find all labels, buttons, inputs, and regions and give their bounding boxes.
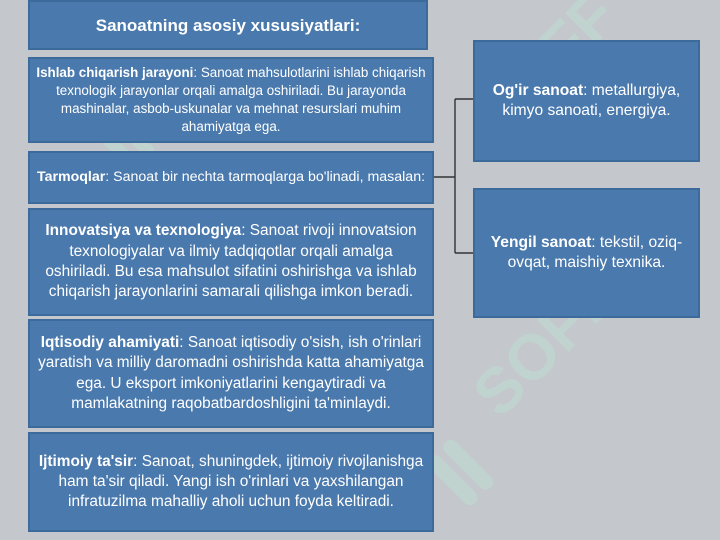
box-ogir-sanoat-key: Og'ir sanoat <box>492 81 584 99</box>
box-tarmoqlar: Tarmoqlar: Sanoat bir nechta tarmoqlarga… <box>28 151 434 204</box>
box-innovatsiya-text: : Sanoat rivoji innovatsion texnologiyal… <box>45 222 417 301</box>
box-ogir-sanoat: Og'ir sanoat: metallurgiya, kimyo sanoat… <box>473 40 700 162</box>
box-tarmoqlar-text: : Sanoat bir nechta tarmoqlarga bo'linad… <box>105 169 426 186</box>
diagram-title-text: Sanoatning asosiy xususiyatlari: <box>95 16 361 35</box>
diagram-title: Sanoatning asosiy xususiyatlari: <box>28 0 428 50</box>
box-innovatsiya-key: Innovatsiya va texnologiya <box>45 222 242 240</box>
box-iqtisodiy-key: Iqtisodiy ahamiyati <box>40 333 180 351</box>
box-ishlab-chiqarish: Ishlab chiqarish jarayoni: Sanoat mahsul… <box>28 57 434 143</box>
box-iqtisodiy-text: : Sanoat iqtisodiy o'sish, ish o'rinlari… <box>38 333 424 412</box>
box-ogir-sanoat-text: : metallurgiya, kimyo sanoati, energiya. <box>502 81 681 119</box>
box-ishlab-chiqarish-key: Ishlab chiqarish jarayoni <box>36 64 194 80</box>
box-ijtimoiy-key: Ijtimoiy ta'sir <box>38 452 134 470</box>
box-yengil-sanoat-text: : tekstil, oziq-ovqat, maishiy texnika. <box>507 233 683 271</box>
box-yengil-sanoat: Yengil sanoat: tekstil, oziq-ovqat, mais… <box>473 188 700 318</box>
box-tarmoqlar-key: Tarmoqlar <box>36 169 106 186</box>
box-innovatsiya: Innovatsiya va texnologiya: Sanoat rivoj… <box>28 208 434 316</box>
box-iqtisodiy: Iqtisodiy ahamiyati: Sanoat iqtisodiy o'… <box>28 319 434 428</box>
box-ijtimoiy-text: : Sanoat, shuningdek, ijtimoiy rivojlani… <box>58 452 424 511</box>
box-yengil-sanoat-key: Yengil sanoat <box>490 233 592 251</box>
box-ijtimoiy: Ijtimoiy ta'sir: Sanoat, shuningdek, ijt… <box>28 432 434 532</box>
box-ishlab-chiqarish-text: : Sanoat mahsulotlarini ishlab chiqarish… <box>56 64 426 135</box>
